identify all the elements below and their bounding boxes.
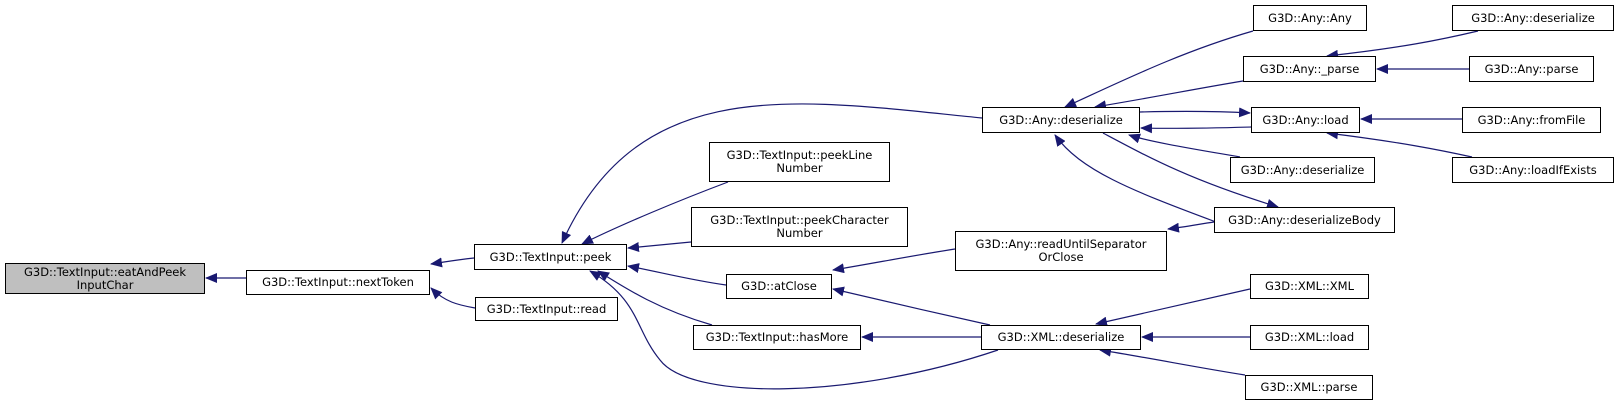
node-label: G3D::TextInput::peekLine (726, 148, 873, 162)
node-label: G3D::Any::loadIfExists (1469, 162, 1597, 177)
node-label: G3D::Any::readUntilSeparator (975, 237, 1147, 251)
node-any-deserialize-body[interactable]: G3D::Any::deserializeBody (1214, 207, 1395, 233)
edge-anyLoadIfExists-to-anyLoad (1326, 129, 1473, 158)
node-has-more[interactable]: G3D::TextInput::hasMore (693, 325, 861, 350)
node-label: G3D::XML::deserialize (997, 330, 1125, 344)
edge-hasMore-to-peek (597, 270, 713, 326)
node-next-token[interactable]: G3D::TextInput::nextToken (246, 270, 430, 295)
node-eat-and-peek-input-char: G3D::TextInput::eatAndPeek InputChar (5, 263, 205, 294)
edge-xmlXML-to-xmlDeserialize (1095, 288, 1251, 327)
node-label: G3D::XML::load (1264, 330, 1355, 344)
node-label: G3D::Any::Any (1268, 10, 1352, 25)
node-label: G3D::atClose (741, 279, 817, 293)
node-any-load-if-exists[interactable]: G3D::Any::loadIfExists (1452, 157, 1614, 183)
node-any-deserialize-2[interactable]: G3D::Any::deserialize (1230, 157, 1375, 183)
node-label: G3D::Any::load (1262, 112, 1349, 127)
node-label: OrClose (1038, 250, 1084, 264)
node-peek-character-number[interactable]: G3D::TextInput::peekCharacter Number (691, 207, 908, 247)
node-any-from-file[interactable]: G3D::Any::fromFile (1462, 107, 1601, 133)
node-label: G3D::Any::deserialize (1240, 162, 1365, 177)
node-label: Number (776, 161, 823, 175)
node-label: G3D::TextInput::eatAndPeek (23, 264, 187, 279)
node-label: G3D::XML::XML (1265, 279, 1354, 293)
node-any-deserialize[interactable]: G3D::Any::deserialize (982, 107, 1140, 133)
node-label: InputChar (76, 277, 134, 292)
node-read[interactable]: G3D::TextInput::read (475, 297, 618, 321)
node-label: G3D::TextInput::nextToken (262, 275, 414, 289)
node-any-deserialize-3[interactable]: G3D::Any::deserialize (1452, 5, 1614, 31)
edge-xmlParse-to-xmlDeserialize (1099, 346, 1246, 376)
edge-read-to-nextToken (430, 287, 476, 309)
node-label: G3D::Any::fromFile (1477, 112, 1586, 127)
node-label: G3D::TextInput::peekCharacter (710, 213, 889, 227)
node-label: G3D::Any::deserializeBody (1228, 212, 1381, 227)
edge-anyDeserialize-to-anyLoad (1139, 107, 1251, 118)
edge-anyDeserialize-to-anyDeserializeBody (1102, 132, 1279, 209)
node-label: G3D::TextInput::hasMore (705, 330, 849, 344)
node-read-until-separator-or-close[interactable]: G3D::Any::readUntilSeparator OrClose (955, 231, 1167, 271)
edge-peek-to-nextToken (430, 257, 475, 268)
edge-anyDeserializeBody-to-readUntilSeparatorOrClose (1167, 221, 1215, 233)
edge-anyDeserialize-to-peek (561, 103, 983, 244)
node-label: G3D::XML::parse (1260, 380, 1358, 394)
node-xml-parse[interactable]: G3D::XML::parse (1245, 375, 1373, 400)
node-peek[interactable]: G3D::TextInput::peek (474, 244, 627, 270)
node-label: G3D::TextInput::read (486, 301, 607, 316)
node-label: G3D::Any::deserialize (1471, 10, 1595, 25)
node-xml-load[interactable]: G3D::XML::load (1250, 325, 1369, 350)
node-any-parse[interactable]: G3D::Any::parse (1469, 56, 1594, 82)
edge-readUntilSeparatorOrClose-to-atClose (832, 248, 956, 274)
node-any-load[interactable]: G3D::Any::load (1251, 107, 1360, 133)
edge-anyDeserialize2-to-anyDeserialize (1128, 133, 1241, 158)
node-label: G3D::TextInput::peek (489, 249, 612, 264)
edge-anyDeserializeBody-to-anyDeserialize (1054, 134, 1217, 223)
node-xml-deserialize[interactable]: G3D::XML::deserialize (981, 325, 1141, 350)
edge-atClose-to-peek (627, 263, 727, 286)
node-at-close[interactable]: G3D::atClose (726, 274, 832, 299)
node-label: Number (776, 226, 823, 240)
node-label: G3D::Any::_parse (1259, 61, 1360, 76)
node-xml-xml[interactable]: G3D::XML::XML (1250, 274, 1369, 299)
edge-peekCharacterNumber-to-peek (627, 241, 692, 252)
edge-anyLoad-to-anyDeserialize (1140, 123, 1252, 134)
node-label: G3D::Any::parse (1484, 61, 1579, 76)
edge-xmlDeserialize-to-atClose (832, 286, 991, 326)
node-any-any[interactable]: G3D::Any::Any (1253, 5, 1367, 31)
node-any-underscore-parse[interactable]: G3D::Any::_parse (1243, 56, 1376, 82)
edge-peekLineNumber-to-peek (581, 181, 729, 245)
node-peek-line-number[interactable]: G3D::TextInput::peekLine Number (709, 142, 890, 182)
edge-anyAny-to-anyDeserialize (1064, 30, 1254, 108)
edge-xmlDeserialize-to-peek (589, 270, 999, 390)
node-label: G3D::Any::deserialize (999, 112, 1123, 127)
edge-anyUnderscoreParse-to-anyDeserialize (1094, 80, 1244, 111)
edge-anyDeserialize3-to-anyUnderscoreParse (1326, 30, 1479, 60)
